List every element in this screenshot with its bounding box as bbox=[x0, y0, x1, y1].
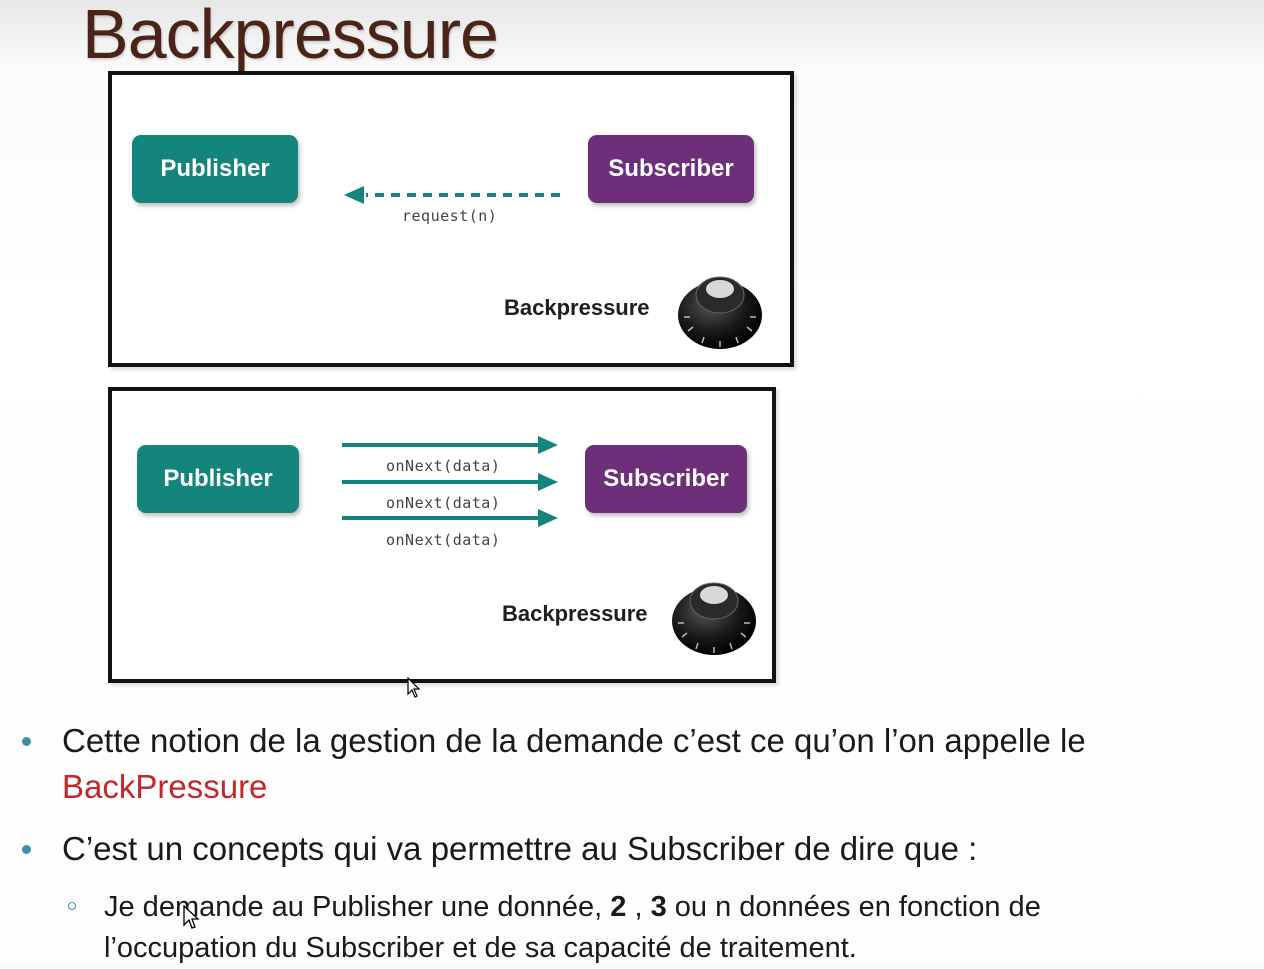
request-arrow bbox=[344, 186, 560, 204]
onnext-arrow-label: onNext(data) bbox=[386, 531, 501, 549]
request-arrow-label: request(n) bbox=[402, 207, 498, 225]
sub-bullet-text: l’occupation du Subscriber et de sa capa… bbox=[104, 932, 857, 964]
subscriber-node: Subscriber bbox=[585, 445, 747, 513]
sub-bullet-separator: , bbox=[626, 891, 651, 923]
sub-bullet-text: Je demande au Publisher une donnée, 2 , … bbox=[104, 886, 1041, 928]
bullet-text: Cette notion de la gestion de la demande… bbox=[62, 722, 1086, 759]
onnext-arrow-label: onNext(data) bbox=[386, 494, 501, 512]
publisher-node: Publisher bbox=[132, 135, 298, 203]
backpressure-highlight: BackPressure bbox=[62, 768, 268, 805]
sub-bullet-number: 2 bbox=[610, 891, 627, 923]
sub-bullet-part: ou n données en fonction de bbox=[666, 891, 1041, 923]
backpressure-label: Backpressure bbox=[502, 601, 648, 626]
request-diagram-panel: Publisher Subscriber request(n) Backpres… bbox=[108, 71, 794, 367]
backpressure-knob-icon bbox=[672, 582, 756, 655]
onnext-arrows bbox=[342, 436, 558, 527]
backpressure-knob-icon bbox=[678, 276, 762, 349]
sub-bullet-part: Je demande au Publisher une donnée, bbox=[104, 891, 611, 923]
backpressure-label: Backpressure bbox=[504, 295, 650, 320]
bullet-marker bbox=[22, 737, 31, 746]
sub-bullet-marker bbox=[68, 902, 76, 910]
mouse-cursor-icon bbox=[183, 905, 200, 929]
onnext-diagram-panel: Publisher Subscriber onNext(data) onNext… bbox=[108, 387, 776, 683]
slide-title: Backpressure bbox=[82, 0, 499, 73]
bullet-marker bbox=[22, 845, 31, 854]
mouse-cursor-icon bbox=[407, 677, 421, 698]
sub-bullet-number: 3 bbox=[650, 891, 667, 923]
onnext-arrow-label: onNext(data) bbox=[386, 457, 501, 475]
bullet-text: C’est un concepts qui va permettre au Su… bbox=[62, 830, 978, 867]
subscriber-node: Subscriber bbox=[588, 135, 754, 203]
publisher-node: Publisher bbox=[137, 445, 299, 513]
